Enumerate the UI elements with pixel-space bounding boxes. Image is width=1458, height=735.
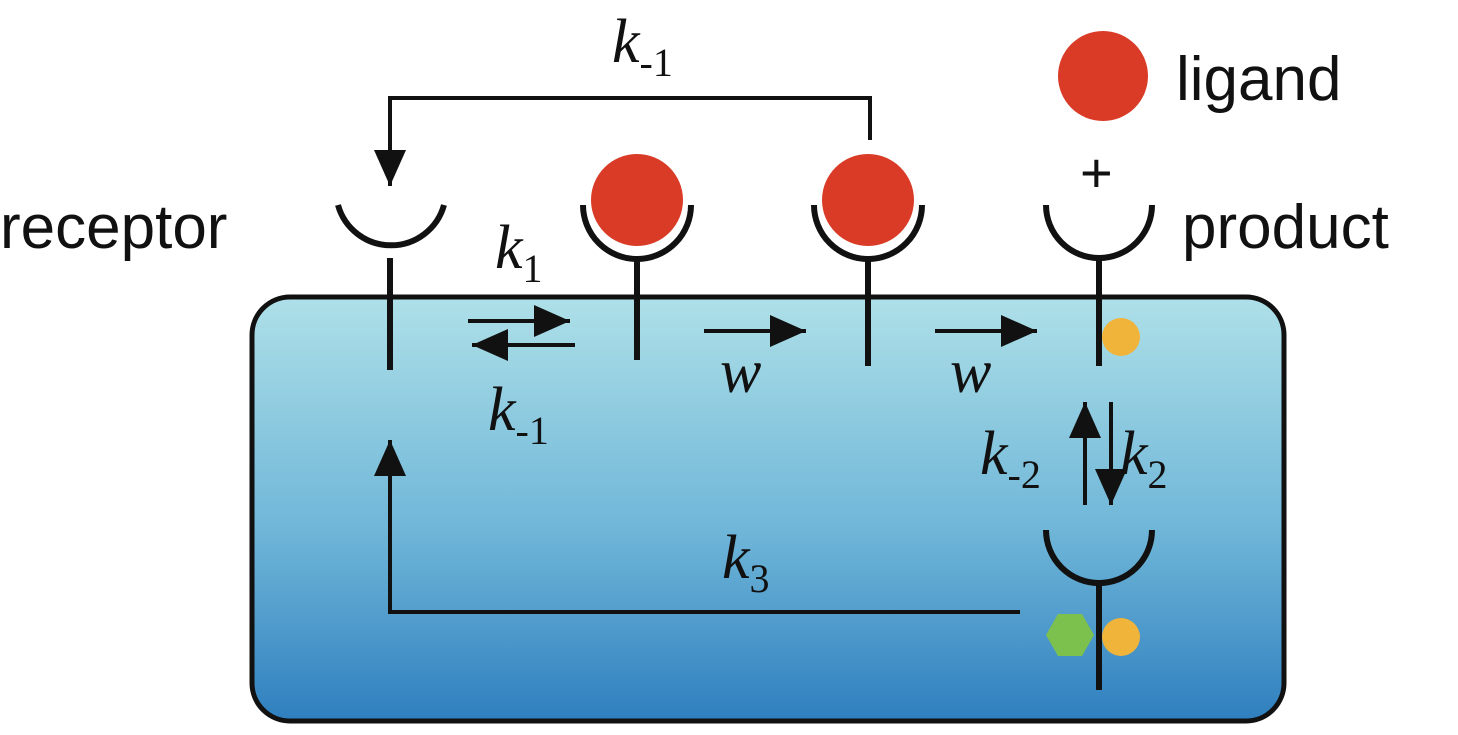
- top-feedback-path: [374, 96, 872, 186]
- rate-k1: k1: [495, 214, 543, 291]
- ligand-1: [591, 154, 683, 246]
- rate-k-minus1-top: k-1: [612, 8, 673, 85]
- product-label: product: [1182, 193, 1389, 262]
- plus-sign: +: [1080, 141, 1113, 204]
- hexagon-marker: [1046, 614, 1094, 656]
- rate-k-minus1: k-1: [488, 376, 549, 453]
- cell-body: [249, 294, 1287, 724]
- recycle-path-k3: [374, 440, 1020, 614]
- small-circle-1: [1102, 318, 1140, 356]
- legend-ligand-label: ligand: [1176, 45, 1341, 114]
- receptor-modified: [1043, 529, 1155, 690]
- receptor-free: [335, 204, 447, 370]
- rate-w-2: w: [950, 338, 991, 406]
- receptor-bound-2: [811, 154, 925, 366]
- rate-k3: k3: [722, 524, 770, 601]
- small-circle-2: [1102, 618, 1140, 656]
- rate-k2: k2: [1120, 420, 1168, 497]
- receptor-bound-1: [580, 154, 694, 360]
- rate-w-1: w: [720, 338, 761, 406]
- ligand-2: [822, 154, 914, 246]
- receptor-label: receptor: [0, 193, 227, 262]
- rate-k-minus2: k-2: [980, 420, 1041, 497]
- legend-ligand-icon: [1058, 31, 1148, 121]
- receptor-product: [1043, 204, 1155, 366]
